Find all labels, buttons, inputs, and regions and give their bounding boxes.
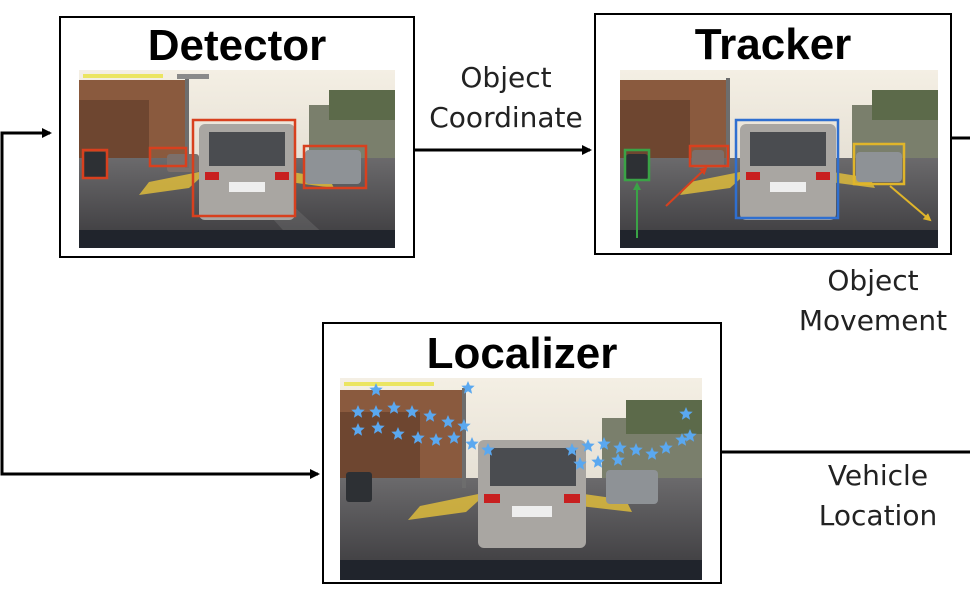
landmark-star-icon — [613, 441, 627, 454]
landmark-star-icon — [351, 405, 365, 418]
landmark-star-icon — [423, 409, 437, 422]
detection-box — [81, 148, 109, 180]
landmark-star-icon — [461, 381, 475, 394]
track-box-yellow — [852, 142, 906, 186]
landmark-star-icon — [457, 419, 471, 432]
tracker-node: Tracker — [594, 13, 952, 255]
track-box-green — [623, 148, 651, 182]
track-boxes — [623, 118, 906, 220]
detector-node: Detector — [59, 16, 415, 258]
localizer-node: Localizer — [322, 322, 722, 584]
landmark-star-icon — [591, 455, 605, 468]
landmark-star-icon — [659, 441, 673, 454]
landmark-star-icon — [573, 457, 587, 470]
landmark-star-icon — [441, 415, 455, 428]
edge-label-object-movement: Object Movement — [778, 261, 968, 341]
landmark-star-icon — [405, 405, 419, 418]
detection-box — [191, 118, 297, 218]
landmark-star-icon — [411, 431, 425, 444]
landmark-star-icon — [683, 429, 697, 442]
landmark-star-icon — [465, 437, 479, 450]
edge-label-vehicle-location: Vehicle Location — [790, 456, 966, 536]
landmark-star-icon — [447, 431, 461, 444]
motion-arrow-red — [665, 166, 708, 207]
landmark-star-icon — [369, 405, 383, 418]
track-box-red — [688, 144, 730, 168]
landmark-star-icon — [645, 447, 659, 460]
detection-box — [302, 144, 368, 190]
detector-frame-image — [79, 70, 395, 248]
landmark-stars — [351, 381, 697, 470]
detection-boxes — [81, 118, 368, 218]
landmark-star-icon — [369, 383, 383, 396]
motion-arrow-yellow — [889, 185, 932, 222]
landmark-star-icon — [581, 439, 595, 452]
landmark-star-icon — [611, 453, 625, 466]
edge-label-line: Object — [827, 264, 919, 297]
edge-label-line: Movement — [798, 304, 948, 337]
landmark-star-icon — [675, 433, 689, 446]
landmark-star-icon — [391, 427, 405, 440]
landmark-star-icon — [679, 407, 693, 420]
landmark-star-icon — [565, 443, 579, 456]
localizer-frame-image — [340, 378, 702, 580]
tracker-title: Tracker — [694, 20, 852, 69]
landmark-star-icon — [597, 437, 611, 450]
detector-title: Detector — [147, 21, 327, 70]
landmark-star-icon — [387, 401, 401, 414]
edge-label-line: Coordinate — [429, 101, 583, 134]
landmark-star-icon — [481, 443, 495, 456]
tracker-frame-image — [620, 70, 938, 248]
landmark-star-icon — [351, 423, 365, 436]
landmark-star-icon — [371, 421, 385, 434]
edge-label-line: Vehicle — [827, 459, 929, 492]
landmark-star-icon — [429, 433, 443, 446]
edge-label-line: Location — [818, 499, 938, 532]
detection-box — [148, 146, 188, 168]
edge-label-line: Object — [460, 61, 552, 94]
track-box-blue — [734, 118, 840, 220]
localizer-title: Localizer — [426, 329, 618, 378]
edge-label-object-coordinate: Object Coordinate — [418, 58, 594, 138]
landmark-star-icon — [629, 443, 643, 456]
